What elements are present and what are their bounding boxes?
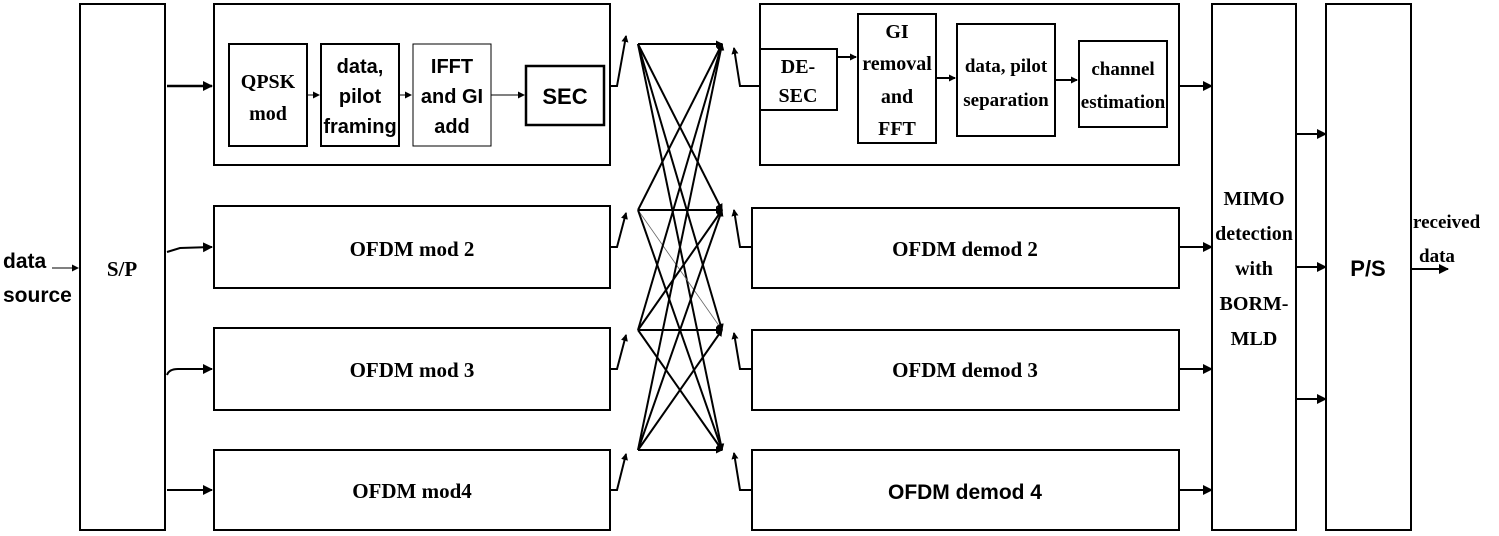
- path-2-1: [637, 43, 723, 211]
- tx-antenna-4: [610, 453, 628, 491]
- path-3-2: [637, 209, 723, 331]
- path-4-3: [637, 329, 723, 451]
- ofdm-mod-3-label: OFDM mod 3: [350, 358, 475, 382]
- ofdm-mod-4-label: OFDM mod4: [352, 479, 472, 503]
- path-4-2: [637, 209, 724, 451]
- gi-line-2: removal: [862, 53, 932, 75]
- mimo-line-2: detection: [1215, 223, 1293, 245]
- ofdm-demod-1-block: [759, 3, 1180, 166]
- mimo-line-4: BORM-: [1220, 293, 1289, 315]
- sp-output-3: [166, 364, 213, 376]
- tx-antennas: [610, 35, 629, 491]
- gi-line-3: and: [881, 86, 913, 108]
- mimo-line-3: with: [1235, 258, 1273, 280]
- ofdm-demod-4-label: OFDM demod 4: [888, 481, 1042, 504]
- qpsk-line-1: QPSK: [241, 71, 296, 93]
- channel-estimation-block: [1078, 40, 1168, 128]
- tx-antenna-3: [610, 334, 628, 370]
- framing-line-3: framing: [323, 116, 396, 138]
- path-3-1: [637, 43, 724, 331]
- ofdm-mod-2-label: OFDM mod 2: [350, 237, 475, 261]
- rx-outputs: [1179, 81, 1213, 495]
- mimo-line-5: MLD: [1231, 328, 1278, 350]
- sec-block: [524, 64, 606, 127]
- ofdm-mod-1-block: [213, 3, 611, 166]
- rx-antennas: [731, 47, 760, 491]
- rx-antenna-3: [731, 332, 752, 370]
- separation-line-2: separation: [963, 90, 1049, 111]
- de-sec-line-2: SEC: [779, 85, 818, 107]
- data-source-line-1: data: [3, 250, 47, 273]
- separation-line-1: data, pilot: [965, 56, 1048, 77]
- rx-antenna-1: [731, 47, 760, 87]
- channel-line-1: channel: [1091, 59, 1154, 80]
- mimo-outputs: [1296, 129, 1327, 404]
- framing-line-1: data,: [337, 56, 384, 78]
- sp-label: S/P: [107, 257, 138, 281]
- data-source-label: data source: [3, 250, 72, 307]
- gi-line-4: FFT: [878, 118, 916, 140]
- sp-block: [79, 3, 166, 531]
- ifft-line-3: add: [434, 116, 470, 138]
- ifft-line-1: IFFT: [431, 56, 473, 78]
- tx-antenna-1: [610, 35, 629, 87]
- qpsk-line-2: mod: [249, 103, 287, 125]
- ofdm-demod-3-label: OFDM demod 3: [892, 358, 1038, 382]
- gi-line-1: GI: [885, 21, 909, 43]
- rx-antenna-2: [731, 209, 752, 248]
- tx-antenna-2: [610, 212, 628, 248]
- ps-label: P/S: [1350, 256, 1385, 281]
- data-pilot-separation-block: [956, 23, 1056, 137]
- received-data-line-1: received: [1413, 212, 1481, 233]
- de-sec-block: [759, 48, 838, 111]
- ifft-line-2: and GI: [421, 86, 483, 108]
- rx-antenna-4: [731, 452, 752, 491]
- qpsk-mod-block: [228, 43, 308, 147]
- mimo-line-1: MIMO: [1223, 188, 1284, 210]
- mimo-channel-paths: [637, 40, 725, 454]
- channel-line-2: estimation: [1081, 92, 1166, 113]
- data-source-line-2: source: [3, 284, 72, 307]
- path-4-1: [637, 43, 725, 451]
- received-data-line-2: data: [1419, 246, 1455, 267]
- de-sec-line-1: DE-: [781, 56, 815, 78]
- received-data-label: received data: [1413, 212, 1481, 267]
- framing-line-2: pilot: [339, 86, 382, 108]
- sec-label: SEC: [542, 84, 587, 109]
- ofdm-demod-2-label: OFDM demod 2: [892, 237, 1038, 261]
- ps-block: [1325, 3, 1412, 531]
- sp-output-2: [166, 242, 213, 253]
